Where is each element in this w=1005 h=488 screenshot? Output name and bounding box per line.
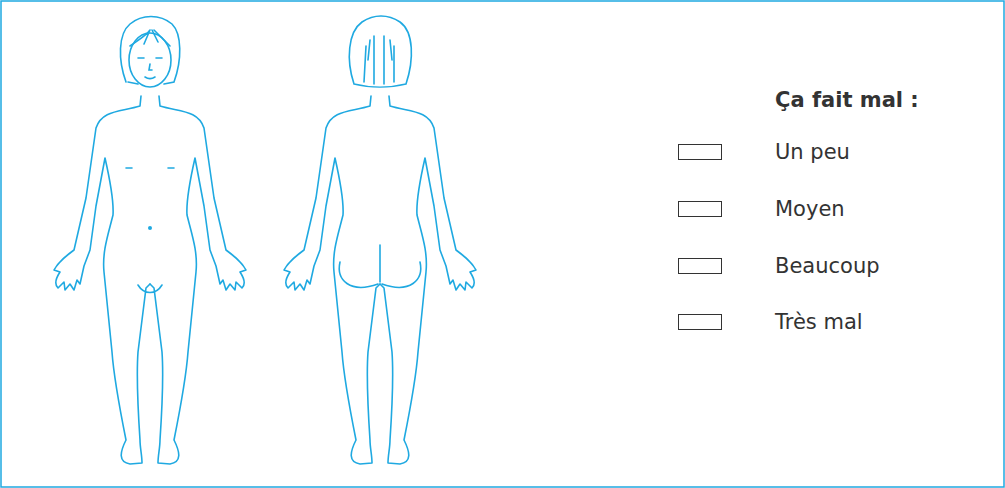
legend-checkbox: [678, 144, 722, 160]
front-figure: [54, 17, 246, 465]
legend-text: Très mal: [775, 308, 863, 336]
legend-text: Moyen: [775, 195, 845, 223]
legend-checkbox: [678, 201, 722, 217]
legend-text: Beaucoup: [775, 252, 880, 280]
legend-text: Un peu: [775, 138, 850, 166]
legend-checkbox: [678, 314, 722, 330]
back-figure: [284, 16, 476, 464]
legend-heading: Ça fait mal :: [775, 86, 919, 114]
legend-checkbox: [678, 258, 722, 274]
